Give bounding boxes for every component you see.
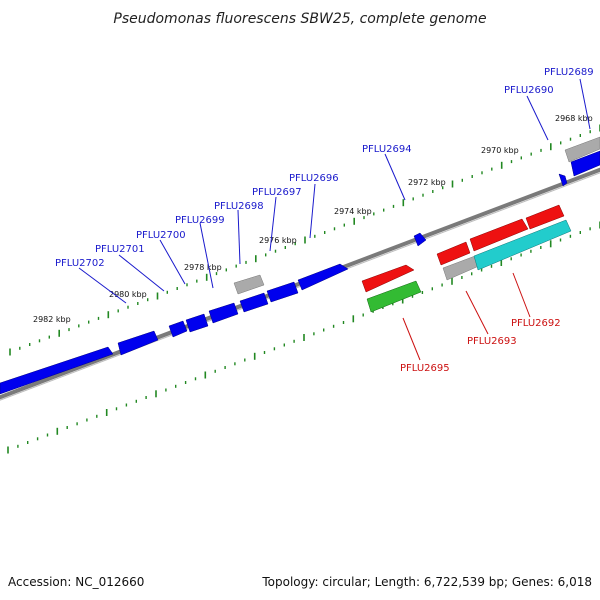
map-title: Pseudomonas fluorescens SBW25, complete … — [113, 11, 486, 27]
gene-arrow-reverse[interactable] — [436, 241, 471, 266]
gene-label-pflu2701[interactable]: PFLU2701 — [95, 244, 145, 255]
gene-label-pflu2697[interactable]: PFLU2697 — [252, 187, 302, 198]
gene-arrow-reverse[interactable] — [366, 280, 422, 313]
gene-label-pflu2699[interactable]: PFLU2699 — [175, 215, 225, 226]
scale-label-2974: 2974 kbp — [334, 207, 372, 216]
scale-labels: 2968 kbp 2970 kbp 2972 kbp 2974 kbp 2976… — [33, 114, 593, 324]
gene-arrow-reverse[interactable] — [469, 218, 529, 252]
genome-summary-text: Topology: circular; Length: 6,722,539 bp… — [261, 575, 592, 589]
reverse-strand-genes — [361, 204, 572, 313]
scale-label-2970: 2970 kbp — [481, 146, 519, 155]
gene-label-pflu2694[interactable]: PFLU2694 — [362, 144, 412, 155]
scale-label-2982: 2982 kbp — [33, 315, 71, 324]
gene-arrow-reverse[interactable] — [525, 204, 565, 230]
gene-label-pflu2693[interactable]: PFLU2693 — [467, 336, 517, 347]
gene-label-pflu2690[interactable]: PFLU2690 — [504, 85, 554, 96]
scale-label-2976: 2976 kbp — [259, 236, 297, 245]
gene-arrow-forward[interactable] — [0, 346, 114, 395]
gene-label-pflu2698[interactable]: PFLU2698 — [214, 201, 264, 212]
gene-arrow-forward[interactable] — [297, 263, 349, 291]
gene-arrow-forward[interactable] — [185, 313, 209, 333]
accession-text: Accession: NC_012660 — [8, 575, 144, 589]
gene-arrow-forward[interactable] — [558, 173, 568, 187]
gene-arrow-forward[interactable] — [413, 232, 427, 247]
gene-label-pflu2700[interactable]: PFLU2700 — [136, 230, 186, 241]
gene-arrow-forward[interactable] — [239, 292, 269, 313]
gene-arrow-forward[interactable] — [570, 150, 600, 177]
label-leaders — [78, 78, 591, 361]
pseudo-genes — [233, 136, 600, 295]
gene-arrow-forward[interactable] — [117, 330, 159, 356]
gene-label-pflu2695[interactable]: PFLU2695 — [400, 363, 450, 374]
scale-label-2968: 2968 kbp — [555, 114, 593, 123]
gene-arrow-forward[interactable] — [208, 302, 239, 324]
gene-label-pflu2689[interactable]: PFLU2689 — [544, 67, 594, 78]
forward-strand-genes — [0, 150, 600, 395]
gene-label-pflu2696[interactable]: PFLU2696 — [289, 173, 339, 184]
gene-arrow-forward[interactable] — [266, 281, 299, 303]
gene-arrow-forward[interactable] — [168, 320, 188, 338]
gene-label-pflu2692[interactable]: PFLU2692 — [511, 318, 561, 329]
gene-arrow-reverse[interactable] — [361, 264, 415, 293]
scale-label-2978: 2978 kbp — [184, 263, 222, 272]
gene-labels: PFLU2689 PFLU2690 PFLU2694 PFLU2696 PFLU… — [55, 67, 594, 374]
scale-label-2972: 2972 kbp — [408, 178, 446, 187]
gene-arrow-pseudo[interactable] — [564, 136, 600, 163]
scale-label-2980: 2980 kbp — [109, 290, 147, 299]
gene-label-pflu2702[interactable]: PFLU2702 — [55, 258, 105, 269]
gene-arrow-pseudo[interactable] — [233, 274, 265, 295]
gene-arrow-reverse[interactable] — [473, 219, 572, 271]
